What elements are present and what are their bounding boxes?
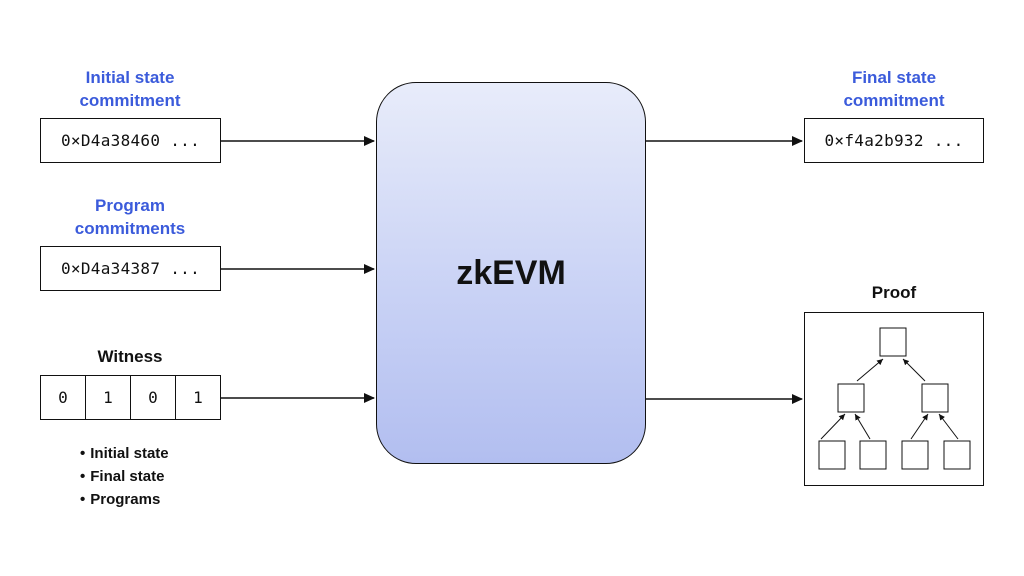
witness-bit: 1: [86, 376, 131, 419]
witness-label: Witness: [97, 347, 163, 366]
initial-state-value-box: 0×D4a38460 ...: [40, 118, 221, 163]
final-state-value: 0×f4a2b932 ...: [824, 131, 964, 150]
witness-bit: 0: [131, 376, 176, 419]
list-item: Programs: [80, 488, 169, 511]
final-state-label-line2: commitment: [843, 91, 945, 110]
program-value: 0×D4a34387 ...: [60, 259, 201, 278]
merkle-tree-icon: [818, 327, 971, 470]
proof-frame: [804, 312, 984, 486]
initial-state-label-line2: commitment: [79, 91, 181, 110]
initial-state-label: Initial state commitment: [40, 66, 220, 112]
zkevm-title: zkEVM: [456, 253, 566, 292]
proof-label: Proof: [871, 283, 917, 302]
initial-state-value: 0×D4a38460 ...: [60, 131, 201, 150]
program-commitments-label: Program commitments: [40, 194, 220, 240]
list-item: Final state: [80, 465, 169, 488]
zkevm-box: zkEVM: [376, 82, 646, 464]
witness-bit: 1: [193, 388, 203, 407]
initial-state-label-line1: Initial state: [85, 68, 175, 87]
program-label-line1: Program: [95, 196, 165, 215]
final-state-label-line1: Final state: [851, 68, 937, 87]
final-state-label: Final state commitment: [804, 66, 984, 112]
list-item: Initial state: [80, 442, 168, 465]
program-value-box: 0×D4a34387 ...: [40, 246, 221, 291]
witness-bit: 0: [41, 376, 86, 419]
final-state-value-box: 0×f4a2b932 ...: [804, 118, 984, 163]
program-label-line2: commitments: [74, 219, 186, 238]
witness-bits: 0 1 0 1: [40, 375, 221, 420]
witness-contents-list: Initial state Final state Programs: [80, 442, 169, 511]
